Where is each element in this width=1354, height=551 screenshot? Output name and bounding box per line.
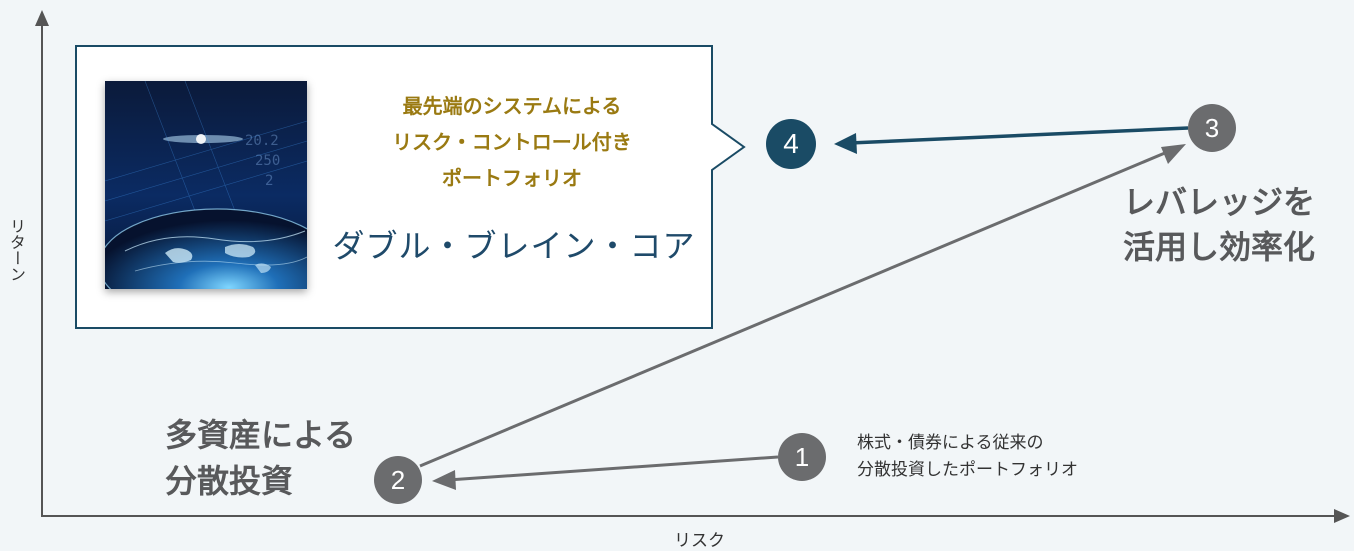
arrow-1-to-2 (432, 455, 779, 490)
callout-line-2: リスク・コントロール付き (392, 130, 632, 154)
axes (35, 10, 1350, 523)
arrow-3-to-4 (834, 126, 1189, 154)
arrowhead-2 (432, 470, 456, 490)
y-axis-label: リターン (7, 218, 26, 282)
svg-text:250: 250 (255, 153, 280, 169)
callout-description: 最先端のシステムによる リスク・コントロール付き ポートフォリオ (320, 88, 704, 196)
callout-line-3: ポートフォリオ (442, 166, 582, 190)
x-axis-arrowhead (1334, 509, 1350, 523)
product-name: ダブル・ブレイン・コア (332, 227, 696, 265)
node-3-label: レバレッジを 活用し効率化 (1123, 180, 1315, 270)
node-3-label-line-1: レバレッジを (1123, 183, 1316, 221)
x-axis-label: リスク (674, 531, 725, 551)
node-3: 3 (1188, 104, 1236, 152)
arrowhead-3 (1161, 144, 1186, 164)
node-3-label-line-2: 活用し効率化 (1123, 228, 1316, 266)
callout-line-1: 最先端のシステムによる (402, 94, 622, 118)
arrow-2-to-3 (419, 144, 1186, 468)
globe-network-image: 20.2 250 2 (105, 81, 307, 289)
svg-text:20.2: 20.2 (245, 133, 279, 149)
node-4: 4 (766, 119, 816, 169)
node-1-label-line-2: 分散投資したポートフォリオ (857, 460, 1078, 480)
node-1-label: 株式・債券による従来の 分散投資したポートフォリオ (857, 430, 1078, 484)
node-2-label: 多資産による 分散投資 (165, 412, 356, 504)
arrowhead-4 (834, 133, 857, 154)
svg-text:2: 2 (265, 173, 273, 189)
node-2-label-line-1: 多資産による (165, 416, 357, 454)
node-2: 2 (374, 456, 422, 504)
y-axis-arrowhead (35, 10, 49, 26)
node-2-label-line-2: 分散投資 (165, 462, 294, 500)
node-1: 1 (778, 433, 826, 481)
node-1-label-line-1: 株式・債券による従来の (857, 433, 1044, 453)
